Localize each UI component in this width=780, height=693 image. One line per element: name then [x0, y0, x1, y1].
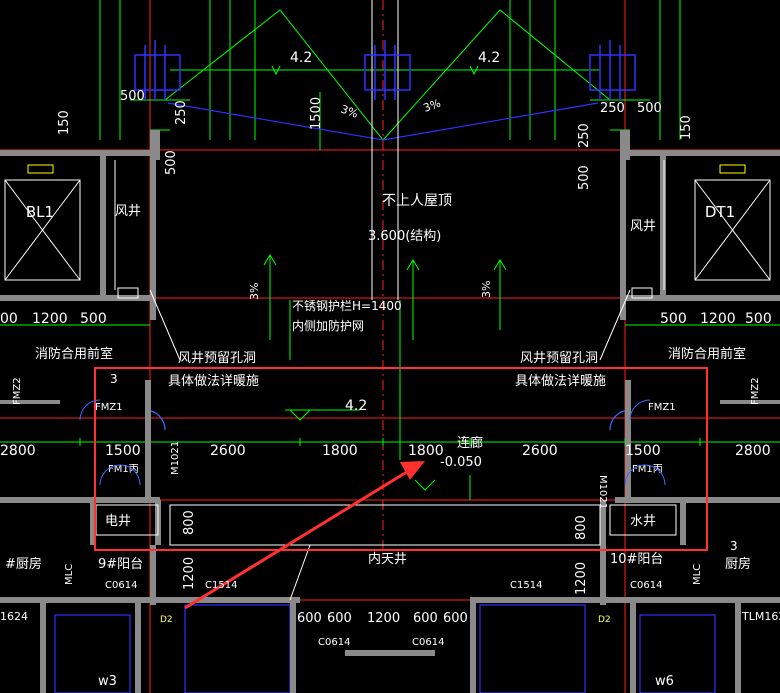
c0614-left: C0614	[105, 580, 137, 591]
n1624-label: 1624	[0, 610, 28, 623]
pct-3-a: 3%	[339, 103, 360, 121]
slope-mid: 4.2	[345, 398, 367, 414]
row1-right-1: 1200	[700, 311, 736, 327]
dim-150-right: 150	[679, 115, 694, 140]
shaft-hole-right-2: 具体做法详暖施	[515, 374, 606, 389]
bottom-dim-2: 1200	[367, 611, 400, 626]
row2-2: 2600	[210, 443, 246, 459]
row1-left-2: 500	[80, 311, 107, 327]
shaft-hole-left-1: 风井预留孔洞	[178, 351, 256, 366]
dim-500-right: 500	[637, 101, 662, 116]
elevation-struct: 3.600(结构)	[368, 229, 441, 244]
bottom-dim-3: 600	[413, 611, 438, 626]
dimension-lines	[0, 0, 780, 500]
fmz2-left: FMZ2	[12, 377, 23, 405]
pct-3-b: 3%	[422, 97, 443, 115]
railing-note-2: 内侧加防护网	[292, 318, 364, 333]
roof-note: 不上人屋顶	[382, 193, 452, 209]
walls	[0, 130, 780, 693]
elevator-right-label: DT1	[705, 203, 735, 221]
row2-7: 2800	[735, 443, 771, 459]
mlc-right: MLC	[692, 564, 703, 585]
fm1-left: FM1丙	[108, 464, 139, 475]
kitchen-right-label: 厨房	[725, 556, 751, 572]
dim-1500-vertical: 1500	[309, 97, 324, 130]
red-annotation	[94, 367, 708, 610]
m1021-left: M1021	[170, 441, 181, 475]
dim-1200-left: 1200	[182, 557, 197, 590]
bottom-dim-4: 600	[443, 611, 468, 626]
shaft-right-label: 风井	[630, 219, 656, 234]
tlm-label: TLM162	[741, 610, 780, 623]
corridor-elevation: -0.050	[440, 455, 482, 470]
w6-label: w6	[655, 674, 674, 689]
dim-800-left: 800	[182, 510, 197, 535]
w3-label: w3	[98, 674, 117, 689]
num-3-label: 3	[110, 372, 118, 386]
hatch-lines	[114, 0, 665, 300]
fmz2-right: FMZ2	[750, 377, 761, 405]
dim-150-left: 150	[57, 110, 72, 135]
pct-3-d: 3%	[480, 281, 493, 298]
dim-500-right-vertical: 500	[577, 165, 592, 190]
d2-left: D2	[160, 615, 173, 625]
fmz1-right: FMZ1	[648, 402, 676, 413]
water-shaft-label: 水井	[630, 514, 656, 529]
corridor-label: 连廊	[457, 435, 483, 451]
c0614-bottom-1: C0614	[318, 637, 350, 648]
row2-5: 2600	[522, 443, 558, 459]
bottom-dim-0: 600	[297, 611, 322, 626]
row1-right-2: 500	[745, 311, 772, 327]
dim-250-right-vertical: 250	[577, 123, 592, 148]
row2-4: 1800	[408, 443, 444, 459]
shaft-hole-right-1: 风井预留孔洞	[520, 351, 598, 366]
blue-grid-icons	[134, 40, 636, 100]
row1-left-1: 1200	[32, 311, 68, 327]
mlc-left: MLC	[64, 564, 75, 585]
courtyard-label: 内天井	[368, 551, 407, 567]
elevator-left-label: BL1	[26, 203, 54, 221]
dim-1200-right: 1200	[574, 562, 589, 595]
bottom-dim-1: 600	[327, 611, 352, 626]
shaft-left-label: 风井	[115, 204, 141, 219]
c1514-right: C1514	[510, 580, 542, 591]
dim-800-right: 800	[574, 515, 589, 540]
dim-250-left: 250	[174, 100, 189, 125]
front-room-right: 消防合用前室	[668, 346, 746, 362]
dim-500-vertical: 500	[164, 150, 179, 175]
row1-right-0: 500	[660, 311, 687, 327]
c0614-bottom-2: C0614	[412, 637, 444, 648]
dim-500-left: 500	[120, 89, 145, 104]
m1021-right: M1021	[597, 475, 608, 509]
balcony-left-label: 9#阳台	[98, 557, 143, 572]
fm1-right: FM1丙	[632, 464, 663, 475]
elec-shaft-label: 电井	[105, 514, 131, 529]
row2-6: 1500	[625, 443, 661, 459]
slope-right: 4.2	[478, 50, 500, 66]
row1-left-0: 00	[0, 311, 18, 327]
railing-note-1: 不锈钢护栏H=1400	[292, 298, 402, 313]
pct-3-c: 3%	[248, 283, 261, 300]
balcony-right-label: 10#阳台	[610, 552, 663, 567]
row2-3: 1800	[322, 443, 358, 459]
dim-250-right: 250	[600, 101, 625, 116]
kitchen-right-num: 3	[730, 539, 738, 553]
door-swings	[79, 399, 666, 486]
row2-0: 2800	[0, 443, 36, 459]
shaft-hole-left-2: 具体做法详暖施	[168, 374, 259, 389]
slope-left: 4.2	[290, 50, 312, 66]
d2-right: D2	[598, 615, 611, 625]
kitchen-left-label: #厨房	[5, 556, 42, 572]
row2-1: 1500	[105, 443, 141, 459]
c1514-left: C1514	[205, 580, 237, 591]
fmz1-left: FMZ1	[95, 402, 123, 413]
front-room-left: 消防合用前室	[35, 346, 113, 362]
c0614-right: C0614	[630, 580, 662, 591]
